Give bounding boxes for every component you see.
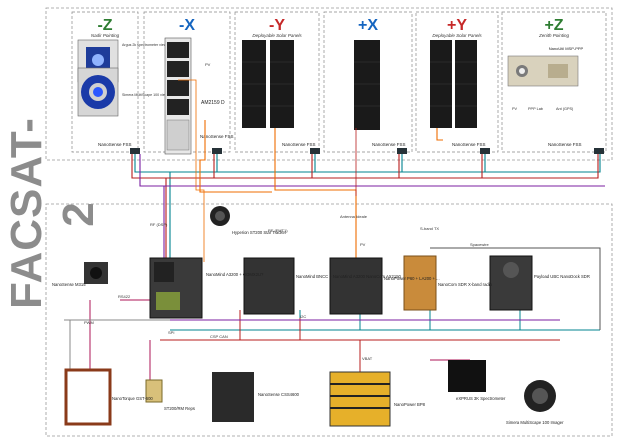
i2c-label: I2C xyxy=(300,314,306,319)
panel-label-minus-x: -X xyxy=(179,17,195,34)
fss-label-plus-x: NanoSense FSS xyxy=(372,142,406,147)
fss-label-minus-y: NanoSense FSS xyxy=(282,142,316,147)
fss-label-minus-z: NanoSense FSS xyxy=(98,142,132,147)
sdr-board xyxy=(403,255,437,311)
panel-labels: -Z -X -Y +X +Y +Z xyxy=(97,17,563,34)
bp-label: NanoPower BP8 xyxy=(394,402,426,407)
mtq-label: NanoTorque GST-600 xyxy=(112,396,153,401)
pdu-board xyxy=(329,257,383,315)
plus-y-panel xyxy=(430,40,477,128)
ppp-lab-label: PPP Lab xyxy=(528,107,543,111)
spacewire-link xyxy=(430,247,601,330)
panel-frame-minus-z xyxy=(71,11,139,153)
am2159-label: AM2159 D xyxy=(201,100,225,106)
rf-fmt-label: RF (FMT1) xyxy=(268,228,288,233)
fss-minus-z xyxy=(130,148,140,154)
panel-label-plus-x: +X xyxy=(358,17,378,34)
pv-label: PV xyxy=(360,242,366,247)
sdr-label: NanoCom SDR X-band radio xyxy=(438,282,493,287)
power-harness xyxy=(131,154,599,260)
cmp-label: NanoMind BNCC + NanoMind A3200 NanoCom A… xyxy=(296,274,402,279)
panel-sub-minus-z: Nadir Pointing xyxy=(91,33,120,38)
spectrometer-label: eXPRUS 3K Spectrometer xyxy=(456,396,506,401)
interior-modules xyxy=(64,206,556,427)
exterior-panels-frame xyxy=(45,7,613,161)
payload-label: Payload UBC NanoDock SDR xyxy=(534,274,590,279)
pv-harness xyxy=(199,120,443,262)
rf-cable xyxy=(178,79,205,262)
plus-x-panel xyxy=(354,40,380,130)
css-label: NanoSense CSS4600 xyxy=(258,392,300,397)
panel-sub-plus-z: Zenith Pointing xyxy=(538,33,570,38)
panel-label-plus-z: +Z xyxy=(544,17,563,34)
panel-sub-plus-y: Deployable Solar Panels xyxy=(432,33,482,38)
plus-z-panel: NanoUtil MSP-PPP PV PPP Lab Ant (GPS) xyxy=(507,46,584,111)
panel-frames xyxy=(71,11,607,153)
minus-y-pv-label: PV xyxy=(205,62,211,67)
spectrometer xyxy=(448,360,486,392)
panel-frame-plus-x xyxy=(323,11,413,153)
cmp-board xyxy=(243,257,295,315)
battery-pack xyxy=(329,371,391,427)
bus-labels: RF (DSP) RF (FMT1) Antenna Ideale PV S-b… xyxy=(84,214,489,361)
msp-label: NanoUtil MSP-PPP xyxy=(549,46,584,51)
module-labels: NanoMind A3200 + GOMX2U? NanoMind BNCC +… xyxy=(52,230,590,425)
pwm-label: PWM xyxy=(84,320,94,325)
panel-frame-minus-y xyxy=(234,11,320,153)
fss-minus-y xyxy=(310,148,320,154)
panel-label-minus-z: -Z xyxy=(97,17,112,34)
csp-can-label: CSP CAN xyxy=(210,334,228,339)
fss-label-plus-y: NanoSense FSS xyxy=(452,142,486,147)
panel-label-plus-y: +Y xyxy=(447,17,467,34)
spacewire-label: Spacewire xyxy=(470,242,489,247)
can-harness xyxy=(134,154,601,260)
css-cluster xyxy=(212,372,254,422)
bus-lines xyxy=(64,247,601,382)
panel-label-minus-y: -Y xyxy=(269,17,285,34)
antenna-label: Antenna Ideale xyxy=(340,214,368,219)
minus-x-panel: AM2159 D xyxy=(164,37,225,155)
reaction-wheel xyxy=(145,379,163,403)
fss-sensors xyxy=(130,148,604,154)
minus-y-panel: PV xyxy=(205,40,294,128)
fss-plus-y xyxy=(480,148,490,154)
fss-labels: NanoSense FSS NanoSense FSS NanoSense FS… xyxy=(98,134,582,147)
spi-label: SPI xyxy=(168,330,174,335)
vbat-label: VBAT xyxy=(362,356,373,361)
harness-lines xyxy=(131,79,605,262)
panel-sublabels: Nadir Pointing Deployable Solar Panels D… xyxy=(91,33,570,38)
fss-plus-z xyxy=(594,148,604,154)
gps-ant-label: Ant (GPS) xyxy=(556,107,574,111)
star-tracker-label: Hyperion ST200 Star Tracker xyxy=(232,230,287,235)
i2c-harness xyxy=(139,154,605,262)
interior-bus-frame xyxy=(45,203,613,437)
panel-sub-minus-y: Deployable Solar Panels xyxy=(252,33,302,38)
mtq-coil xyxy=(64,368,112,426)
panel-frame-plus-y xyxy=(415,11,499,153)
fss-label-plus-z: NanoSense FSS xyxy=(548,142,582,147)
panel-frame-minus-x xyxy=(143,11,231,153)
plus-z-pv-label: PV xyxy=(512,107,518,111)
adcs-label: NanoMind A3200 + GOMX2U? xyxy=(206,272,264,277)
rs422-bus xyxy=(89,299,470,382)
minus-z-panel: Argus 2k spectrometer view Simera MultiS… xyxy=(77,39,168,117)
m315-label: NanoSense M315 xyxy=(52,282,86,287)
rw-label: ST200/RM Reps xyxy=(164,406,195,411)
fss-plus-x xyxy=(397,148,407,154)
rs422-label: RS422 xyxy=(118,294,131,299)
fss-label-minus-x: NanoSense FSS xyxy=(200,134,234,139)
fss-minus-x xyxy=(212,148,222,154)
rf-dsp-label: RF (DSP) xyxy=(150,222,168,227)
panel-frame-plus-z xyxy=(501,11,607,153)
sband-label: S-band TX xyxy=(420,226,439,231)
simera-view-note: Simera MultiScape 100 view xyxy=(122,93,168,97)
pwm-lines xyxy=(64,319,170,370)
argus-note: Argus 2k spectrometer view xyxy=(122,43,167,47)
simera-label: Simera MultiScape 100 Imager xyxy=(506,420,564,425)
pdu-label: NanoPower P60 + LA200 + ... xyxy=(384,276,440,281)
